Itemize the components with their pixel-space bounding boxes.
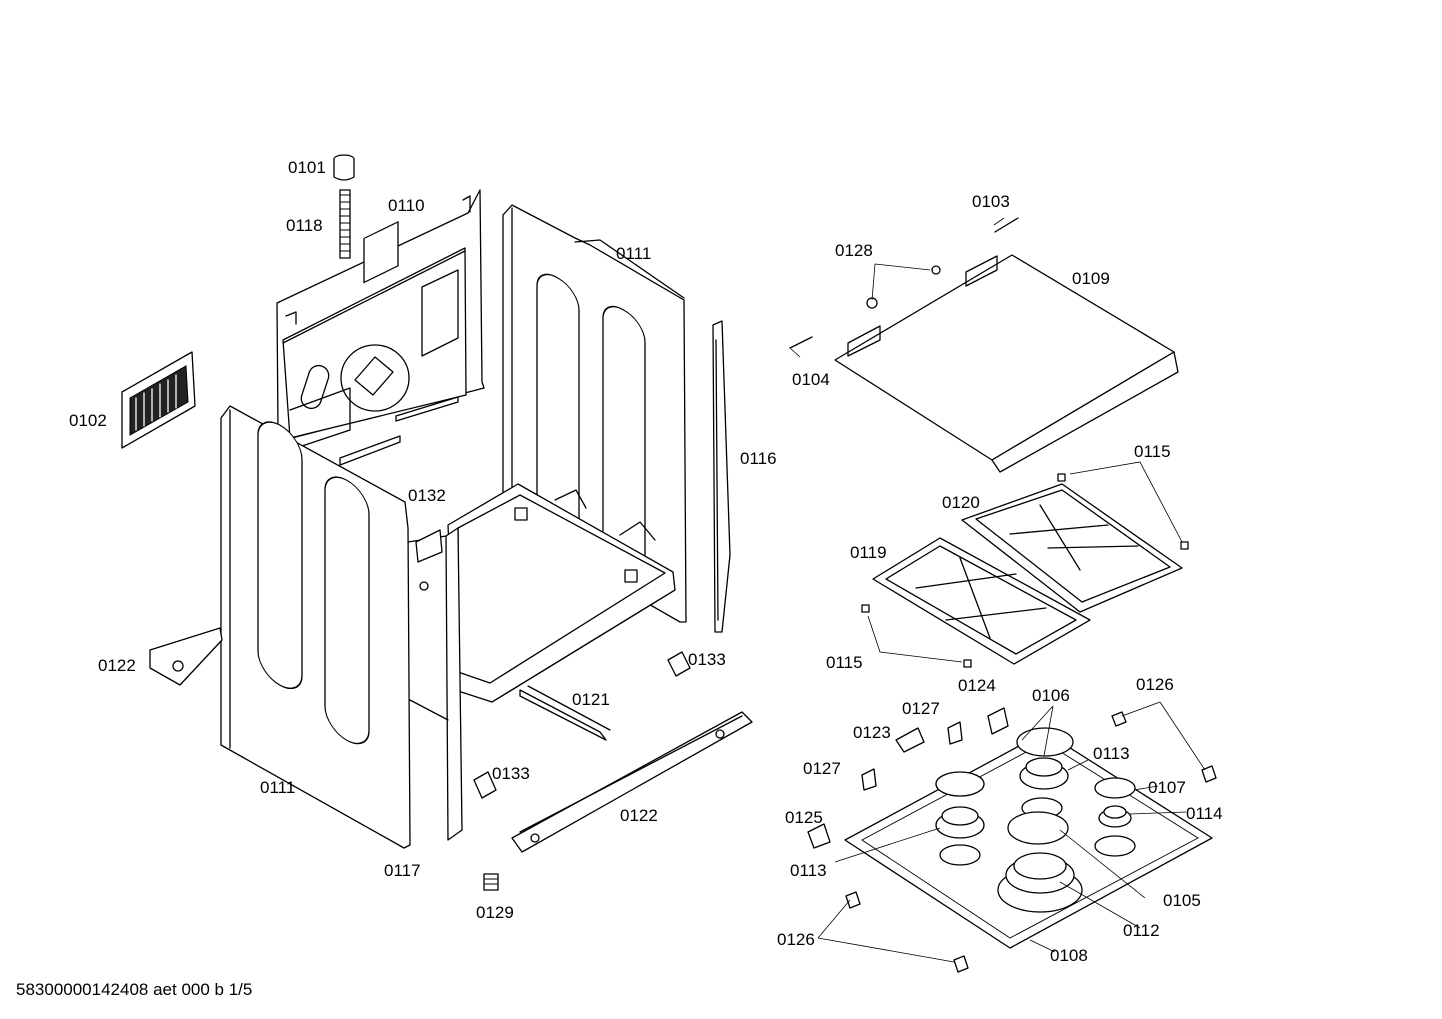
label-0109: 0109 [1072,269,1110,288]
label-0104: 0104 [792,370,830,389]
document-id: 58300000142408 aet 000 b 1/5 [16,980,253,999]
label-0128: 0128 [835,241,873,260]
label-0113-top: 0113 [1093,744,1130,763]
label-0121: 0121 [572,690,610,709]
burner-0112-large [997,852,1083,913]
cooktop-lid [789,217,1179,473]
pan-support-0119 [872,537,1091,665]
burner-0114-small [1098,805,1132,828]
label-0127-top: 0127 [902,699,940,718]
label-0111-bottom: 0111 [260,778,295,797]
front-frame-strip [407,527,463,841]
sleeve-part [333,154,355,259]
label-0105: 0105 [1163,891,1201,910]
leader-lines [789,217,1206,963]
label-0132: 0132 [408,486,446,505]
foot-0129 [483,873,499,891]
label-0118: 0118 [286,216,323,235]
label-0110: 0110 [388,196,425,215]
clip-0133-right [667,651,691,677]
label-0107: 0107 [1148,778,1186,797]
rubber-feet [861,473,1189,668]
front-side-panel [220,405,411,849]
label-0120: 0120 [942,493,980,512]
label-0127-bottom: 0127 [803,759,841,778]
label-0122-left: 0122 [98,656,136,675]
label-0116: 0116 [740,449,777,468]
label-0108: 0108 [1050,946,1088,965]
label-0101: 0101 [288,158,326,177]
vent-grille [121,351,196,449]
label-0123: 0123 [853,723,891,742]
clip-0133-left [473,771,497,799]
label-0114: 0114 [1186,804,1223,823]
label-0125: 0125 [785,808,823,827]
side-rail [712,320,731,633]
label-0111-top: 0111 [616,244,651,263]
burner-0113-front [935,806,985,839]
burner-caps [935,727,1136,845]
label-0133-left: 0133 [492,764,530,783]
label-0133-right: 0133 [688,650,726,669]
label-0115-bottom: 0115 [826,653,863,672]
label-0115-top: 0115 [1134,442,1171,461]
label-0126-top: 0126 [1136,675,1174,694]
label-0124: 0124 [958,676,996,695]
label-0106: 0106 [1032,686,1070,705]
base-rail-bottom [511,711,753,853]
label-0103: 0103 [972,192,1010,211]
hob-small-parts [807,707,1217,973]
label-0122-bottom: 0122 [620,806,658,825]
label-0126-bottom: 0126 [777,930,815,949]
pan-support-0120 [961,483,1183,613]
label-0119: 0119 [850,543,887,562]
label-0113-bottom: 0113 [790,861,827,880]
bottom-tray [447,483,676,741]
label-0117: 0117 [384,861,421,880]
part-labels: 0101 0118 0110 0111 0102 0116 0132 0122 … [69,158,1223,965]
bracket-0132 [415,529,443,591]
label-0102: 0102 [69,411,107,430]
burner-0113-rear [1019,757,1069,790]
base-rail-left [149,627,223,686]
back-panel [276,189,485,466]
label-0129: 0129 [476,903,514,922]
label-0112: 0112 [1123,921,1160,940]
